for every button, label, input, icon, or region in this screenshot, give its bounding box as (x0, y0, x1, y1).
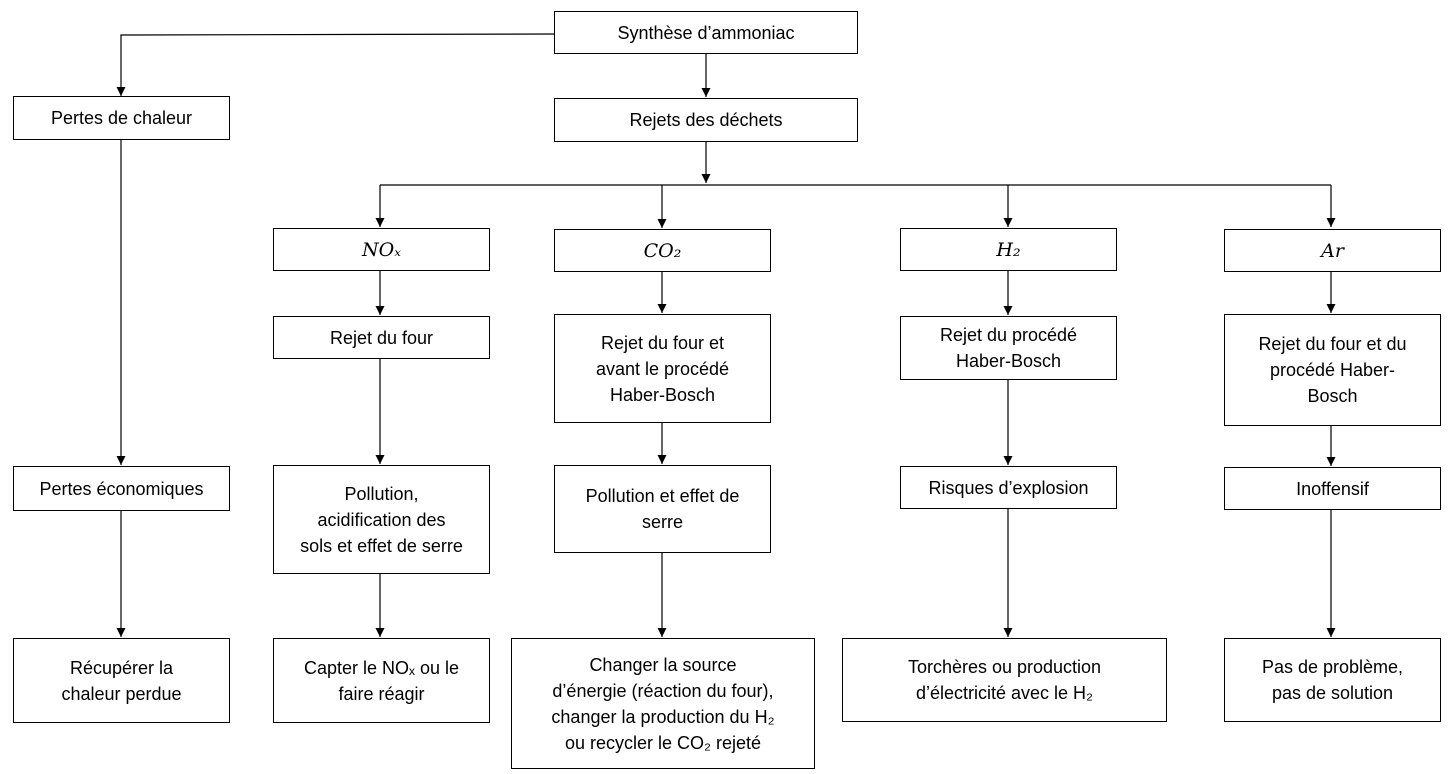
node-h2: H₂ (900, 228, 1117, 271)
node-co2-solution-label: Changer la source d’énergie (réaction du… (551, 654, 775, 753)
node-h2-solution: Torchères ou production d’électricité av… (842, 638, 1167, 722)
node-h2-impact: Risques d’explosion (900, 466, 1117, 509)
node-ammonia-synthesis: Synthèse d’ammoniac (554, 11, 858, 54)
node-waste-release-label: Rejets des déchets (629, 110, 783, 130)
node-co2: CO₂ (554, 229, 771, 272)
node-nox-impact: Pollution, acidification des sols et eff… (273, 465, 490, 574)
node-h2-source: Rejet du procédé Haber-Bosch (900, 316, 1117, 380)
node-h2-impact-label: Risques d’explosion (928, 477, 1089, 498)
node-heat-loss: Pertes de chaleur (13, 96, 230, 140)
node-co2-source: Rejet du four et avant le procédé Haber-… (554, 314, 771, 423)
node-ar-source-label: Rejet du four et du procédé Haber- Bosch (1258, 334, 1407, 406)
node-co2-source-label: Rejet du four et avant le procédé Haber-… (595, 332, 730, 405)
node-h2-solution-label: Torchères ou production d’électricité av… (907, 657, 1102, 703)
node-recover-heat: Récupérer la chaleur perdue (13, 638, 230, 723)
node-nox-label: NOₓ (362, 238, 401, 261)
node-ar-solution: Pas de problème, pas de solution (1224, 638, 1441, 722)
node-ar: Ar (1224, 229, 1441, 272)
node-heat-loss-label: Pertes de chaleur (50, 108, 193, 128)
node-economic-loss-label: Pertes économiques (39, 478, 204, 499)
node-co2-solution: Changer la source d’énergie (réaction du… (511, 638, 815, 769)
node-waste-release: Rejets des déchets (554, 98, 858, 142)
node-h2-label: H₂ (996, 238, 1021, 261)
node-ar-impact-label: Inoffensif (1296, 478, 1369, 499)
node-nox-source: Rejet du four (273, 316, 490, 359)
node-ar-source: Rejet du four et du procédé Haber- Bosch (1224, 314, 1441, 426)
node-nox-solution-label: Capter le NOₓ ou le faire réagir (304, 657, 459, 704)
node-recover-heat-label: Récupérer la chaleur perdue (61, 657, 182, 704)
node-ar-label: Ar (1321, 239, 1344, 262)
node-economic-loss: Pertes économiques (13, 466, 230, 511)
node-co2-impact-label: Pollution et effet de serre (585, 486, 740, 532)
node-nox-source-label: Rejet du four (329, 327, 434, 348)
node-co2-label: CO₂ (643, 239, 682, 262)
node-nox-solution: Capter le NOₓ ou le faire réagir (273, 638, 490, 723)
node-ar-impact: Inoffensif (1224, 467, 1441, 510)
node-nox: NOₓ (273, 228, 490, 271)
node-co2-impact: Pollution et effet de serre (554, 465, 771, 553)
arrow-root-to-heat-loss (116, 33, 555, 96)
node-nox-impact-label: Pollution, acidification des sols et eff… (300, 483, 463, 556)
node-ammonia-synthesis-label: Synthèse d’ammoniac (617, 22, 795, 43)
node-h2-source-label: Rejet du procédé Haber-Bosch (939, 325, 1078, 371)
node-ar-solution-label: Pas de problème, pas de solution (1261, 657, 1404, 703)
